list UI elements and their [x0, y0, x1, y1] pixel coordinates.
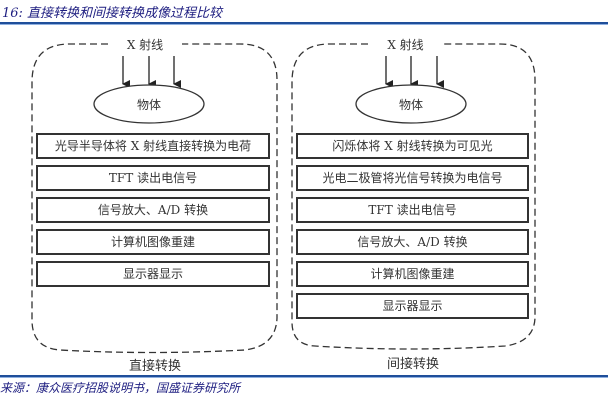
direct-step-2: TFT 读出电信号	[36, 165, 270, 191]
bottom-rule	[0, 375, 608, 378]
object-label: 物体	[398, 98, 423, 112]
xray-label: X 射线	[108, 36, 182, 53]
indirect-step-4: 信号放大、A/D 转换	[296, 229, 529, 255]
figure-title: 16: 直接转换和间接转换成像过程比较	[2, 6, 223, 21]
direct-step-3: 信号放大、A/D 转换	[36, 197, 270, 223]
direct-container-outline	[31, 43, 278, 354]
indirect-step-6: 显示器显示	[296, 293, 529, 319]
top-rule	[0, 22, 608, 25]
xray-label: X 射线	[368, 36, 443, 53]
source-note: 来源：康众医疗招股说明书，国盛证券研究所	[0, 381, 241, 395]
indirect-step-2: 光电二极管将光信号转换为电信号	[296, 165, 529, 191]
object-ellipse	[93, 84, 205, 124]
direct-caption: 直接转换	[128, 359, 181, 374]
direct-step-1: 光导半导体将 X 射线直接转换为电荷	[36, 133, 270, 159]
indirect-caption: 间接转换	[386, 357, 439, 372]
object-ellipse	[355, 84, 467, 124]
indirect-container-outline	[291, 43, 536, 350]
direct-step-5: 显示器显示	[36, 261, 270, 287]
direct-step-4: 计算机图像重建	[36, 229, 270, 255]
object-label: 物体	[136, 98, 161, 112]
indirect-step-3: TFT 读出电信号	[296, 197, 529, 223]
indirect-step-5: 计算机图像重建	[296, 261, 529, 287]
indirect-step-1: 闪烁体将 X 射线转换为可见光	[296, 133, 529, 159]
